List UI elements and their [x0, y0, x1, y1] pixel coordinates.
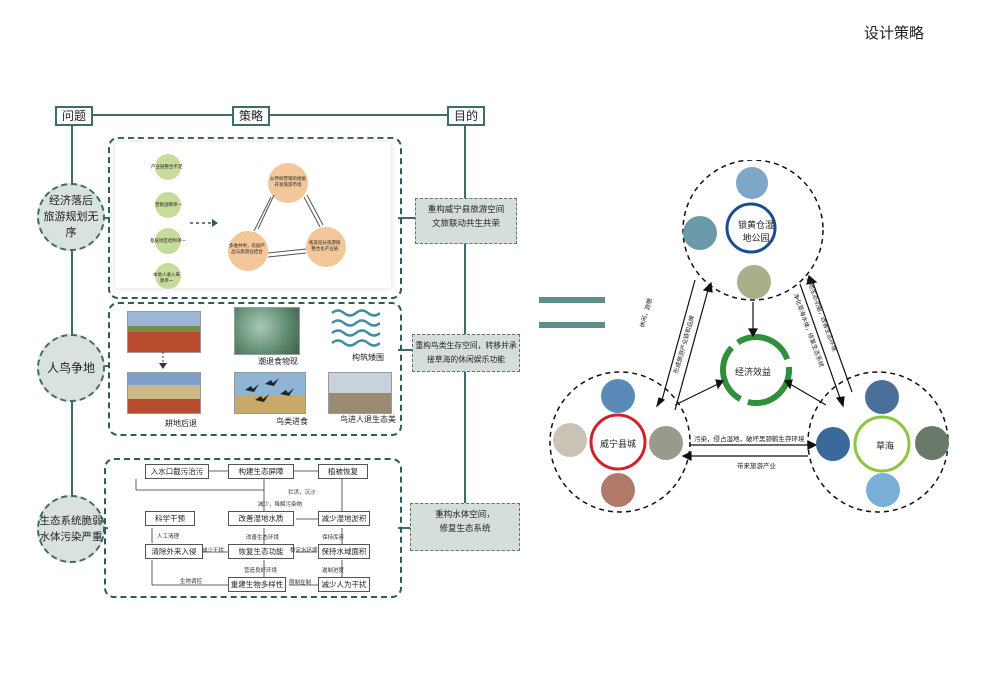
fc-keep-water-area: 保持水域面积: [318, 544, 370, 559]
fc-note-11: 限制在制: [289, 580, 312, 586]
node-center-economic: 经济效益: [735, 368, 772, 378]
equals-sign: [539, 297, 605, 303]
fc-reduce-human: 减少人为干扰: [318, 577, 370, 592]
goal-water: 重构水体空间， 修复生态系统: [410, 503, 520, 551]
panel1-triangle-right: 拓宽延长旅游链 整合化产业链: [309, 241, 341, 252]
problem-economy: 经济落后 旅游规划无序: [37, 183, 105, 251]
photo-thumbs: [553, 167, 949, 507]
fc-vegetation: 植被恢复: [318, 464, 368, 479]
farmland-photo-after: [127, 372, 201, 414]
node-wetland-park: 锁黄仓湿 地公园: [738, 221, 775, 244]
panel1-left-node-2: 营销战略单一: [155, 203, 182, 208]
caption-birds-ecology: 鸟进人退生态美: [340, 415, 396, 424]
caption-farmland-retreat: 耕地后退: [165, 419, 197, 428]
down-arrow-icon: [159, 352, 167, 369]
panel-bird-strategy: [108, 302, 402, 436]
wave-icon: [331, 309, 380, 347]
relationship-diagram: [549, 160, 949, 513]
caption-birds-feeding: 鸟类进食: [276, 417, 308, 426]
edge-bottom-1: 污染，侵占湿地，破坏黑颈鹤生存环境: [694, 435, 805, 443]
header-strategy: 策略: [232, 106, 270, 126]
caption-low-embankment: 构筑矮围: [352, 353, 384, 362]
header-goal: 目的: [447, 106, 485, 126]
edge-bottom-2: 带来旅游产业: [737, 462, 776, 470]
fc-biodiversity: 重建生物多样性: [228, 577, 286, 592]
fc-note-9: 营造良好环境: [244, 568, 278, 574]
fc-intake-pollution: 入水口截污治污: [145, 464, 209, 479]
page-title: 设计策略: [864, 24, 925, 42]
fc-note-10: 生物调控: [180, 579, 203, 585]
fc-science: 科学干预: [145, 511, 195, 526]
fc-note-5: 保持库容: [322, 535, 345, 541]
fc-note-8: 遏制进度: [322, 568, 345, 574]
panel-water-strategy: [104, 458, 402, 598]
fc-reduce-silt: 减少湿地淤积: [318, 511, 370, 526]
node-weining-county: 威宁县城: [600, 440, 637, 450]
node-caohai: 草海: [876, 442, 895, 452]
panel1-triangle-left: 多维并举，农副产 品与旅游业结合: [229, 244, 265, 255]
birds-ecology-photo: [328, 372, 392, 414]
fc-note-7: 稳定水环境: [290, 548, 318, 554]
fc-note-3: 人工清理: [157, 534, 180, 540]
farmland-photo-before: [127, 311, 201, 353]
fc-restore-function: 恢复生态功能: [228, 544, 294, 559]
fc-eco-barrier: 构建生态屏障: [228, 464, 294, 479]
panel-tourism-strategy: [108, 137, 402, 299]
fc-note-4: 改善生态环境: [246, 535, 280, 541]
problem-bird-conflict: 人鸟争地: [37, 334, 105, 402]
panel1-triangle-top: 从传统营销的视角 开发旅游市场: [270, 177, 306, 188]
panel1-left-node-1: 产业链整合不足: [151, 165, 183, 170]
fc-note-6: 减少干扰: [202, 548, 225, 554]
header-problem: 问题: [55, 106, 93, 126]
flowchart-lines: [135, 470, 343, 586]
goal-bird-space: 重构鸟类生存空间，转移并承 接草海的休闲娱乐功能: [412, 334, 520, 372]
fc-note-2: 减少，降解污染物: [258, 502, 303, 508]
goal-tourism: 重构威宁县旅游空间 文旅联动共生共荣: [415, 198, 517, 244]
panel1-graphics: [155, 154, 346, 289]
caption-tidal-food: 潮退食物现: [258, 357, 298, 366]
fc-water-quality: 改善湿地水质: [228, 511, 294, 526]
equals-sign-lower: [539, 322, 605, 328]
fc-remove-invasive: 清除外来入侵: [145, 544, 203, 559]
birds-icon: [245, 378, 294, 402]
fc-note-1: 拦洪，沉沙: [288, 490, 316, 496]
problem-ecosystem: 生态系统脆弱 水体污染严重: [37, 495, 105, 563]
bird-feeding-photo: [234, 372, 306, 414]
panel1-left-node-3: 基层地区结构单一: [150, 239, 186, 244]
tidal-food-photo: [234, 307, 300, 355]
panel1-left-node-4: 本地人收入来 源单一: [153, 273, 180, 284]
